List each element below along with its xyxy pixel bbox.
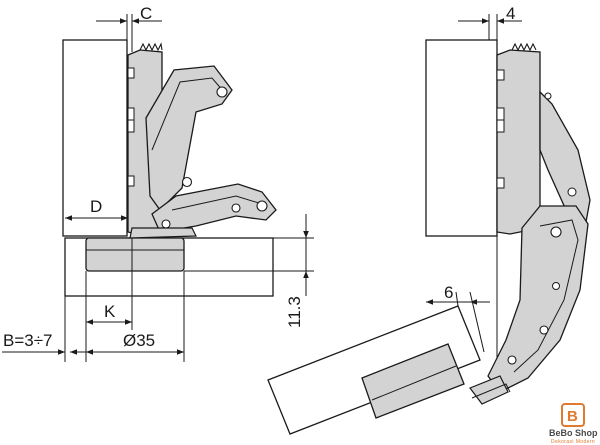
dimension-height: 11.3 (184, 214, 314, 328)
label-diameter: Ø35 (123, 331, 155, 350)
brand-logo-letter: B (567, 408, 578, 425)
left-view-closed-door: C D K B=3÷7 Ø35 (2, 4, 314, 362)
label-four: 4 (506, 4, 515, 23)
right-door-panel-open (267, 305, 481, 435)
label-d: D (90, 197, 102, 216)
dimension-six: 6 (426, 283, 490, 353)
right-view-open-door: 4 (267, 4, 591, 435)
right-hinge-arm (469, 42, 591, 405)
brand-watermark: B BeBo Shop Dekorasi Modern (549, 403, 598, 445)
label-k: K (104, 302, 116, 321)
brand-name: BeBo Shop (549, 428, 598, 438)
brand-logo-icon (561, 403, 585, 427)
dimension-b: B=3÷7 (2, 331, 86, 355)
label-height: 11.3 (285, 296, 304, 328)
dimension-c: C (96, 4, 162, 52)
label-six: 6 (444, 283, 453, 302)
right-cabinet-panel (425, 39, 498, 237)
left-hinge-cup (85, 237, 185, 272)
dimension-diameter: Ø35 (86, 331, 184, 355)
label-c: C (140, 4, 152, 23)
label-b-range: B=3÷7 (3, 331, 53, 350)
left-hinge-arm (127, 42, 277, 239)
dimension-k: K (86, 302, 132, 325)
left-cabinet-panel (62, 39, 128, 237)
dimension-d: D (65, 197, 128, 221)
brand-tagline: Dekorasi Modern (551, 439, 595, 445)
